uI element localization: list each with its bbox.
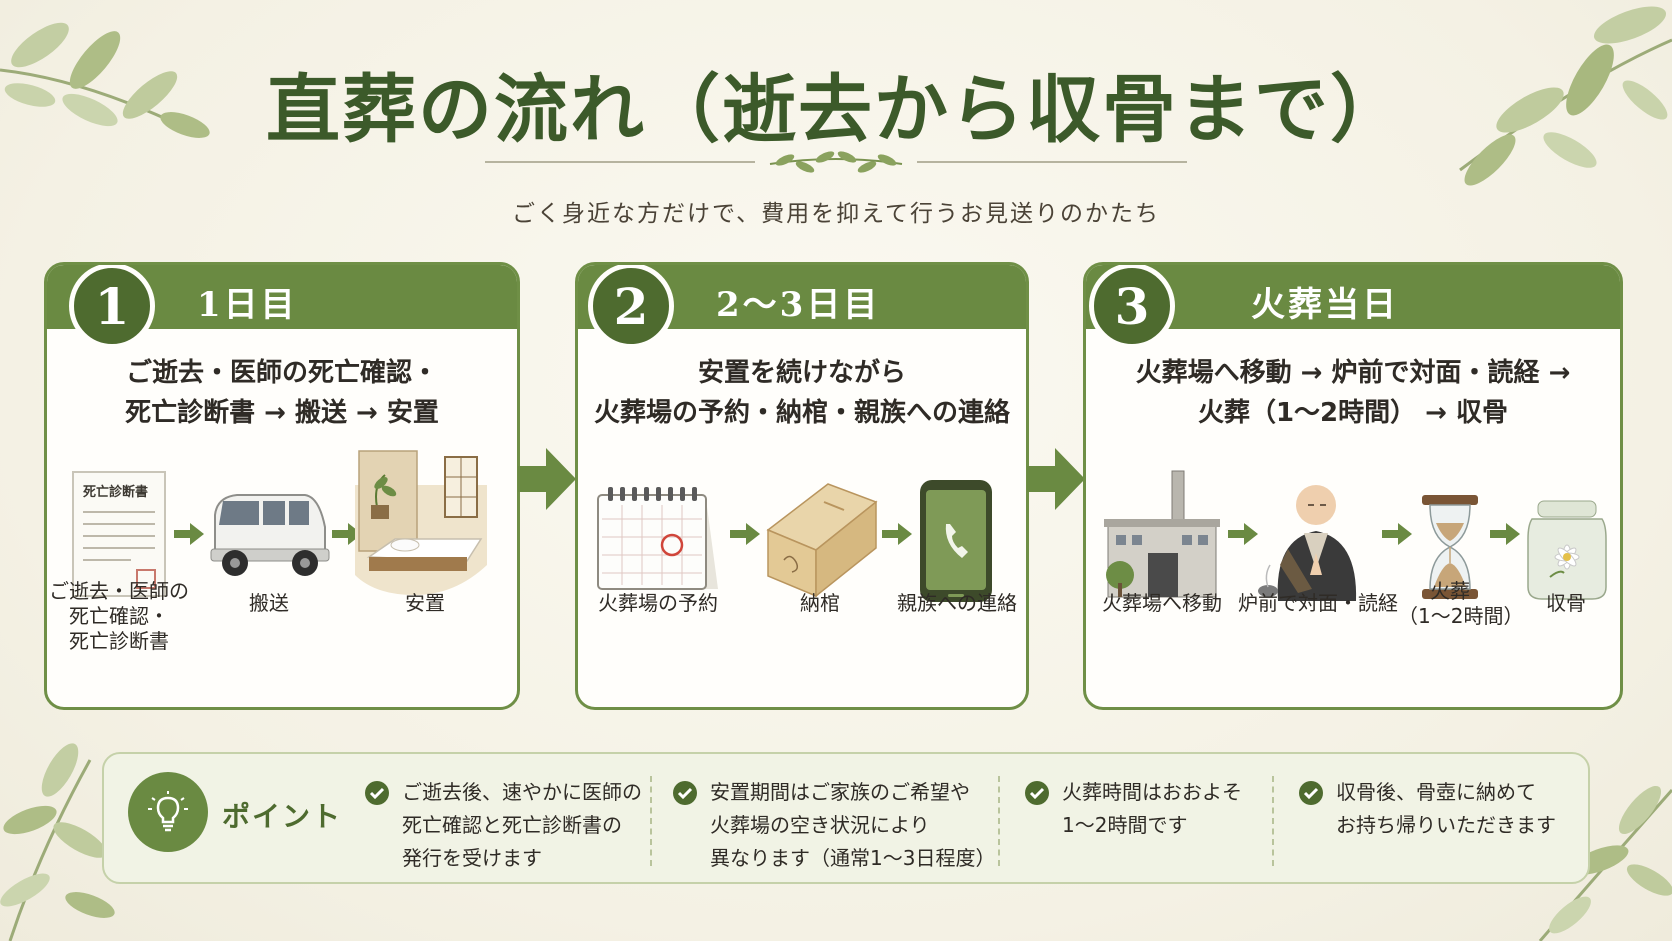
step-description: 安置を続けながら 火葬場の予約・納棺・親族への連絡 (578, 353, 1026, 433)
step-item-label-line: 火葬場の予約 (598, 591, 718, 615)
step-item-label-line: 火葬場へ移動 (1102, 591, 1222, 615)
point-text-line: ご逝去後、速やかに医師の (402, 780, 642, 804)
page-title: 直葬の流れ（逝去から収骨まで） (266, 67, 1406, 153)
step-item-label: 収骨 (1516, 591, 1616, 616)
lightbulb-icon (128, 772, 208, 852)
step-description-line: 火葬場の予約・納棺・親族への連絡 (593, 398, 1010, 428)
step-item-label: 火葬場へ移動 (1090, 591, 1234, 616)
page-subtitle: ごく身近な方だけで、費用を抑えて行うお見送りのかたち (512, 201, 1160, 227)
step-item-label: 炉前で対面・読経 (1234, 591, 1402, 616)
smartphone-icon (920, 480, 992, 602)
step-item-label-line: 搬送 (249, 591, 289, 615)
points-panel (102, 752, 1590, 884)
step-number-badge: 2 (588, 265, 674, 349)
step-item-label-line: 炉前で対面・読経 (1238, 591, 1398, 615)
arrow-right-icon (1228, 523, 1258, 545)
step-description-line: 火葬（1〜2時間） → 収骨 (1197, 398, 1509, 428)
leaf-decoration-top-left (0, 22, 210, 138)
step-description: 火葬場へ移動 → 炉前で対面・読経 → 火葬（1〜2時間） → 収骨 (1086, 353, 1620, 433)
point-text-line: 収骨後、骨壺に納めて (1336, 780, 1536, 804)
hourglass-icon (1422, 495, 1478, 599)
point-text-line: 異なります（通常1〜3日程度） (710, 846, 996, 870)
step-item-label-line: （1〜2時間） (1398, 604, 1524, 628)
check-circle-icon (1299, 781, 1323, 805)
step-label: 2〜3日目 (716, 285, 881, 325)
leaf-decoration-bottom-left (0, 743, 115, 941)
step-item-label-line: 納棺 (800, 591, 840, 615)
arrow-right-icon (174, 523, 204, 545)
step-item-label: 火葬場の予約 (582, 591, 734, 616)
step-item-label: 安置 (365, 591, 485, 616)
point-text-line: 発行を受けます (402, 846, 542, 870)
step-item-label: 親族への連絡 (884, 591, 1026, 616)
step-item-label: 搬送 (209, 591, 329, 616)
step-card-header (1086, 265, 1620, 329)
urn-icon (1527, 500, 1607, 600)
monk-icon (1258, 485, 1357, 601)
step-description-line: ご逝去・医師の死亡確認・ (125, 358, 438, 388)
point-divider (1272, 776, 1274, 866)
step-description-line: 火葬場へ移動 → 炉前で対面・読経 → (1135, 358, 1571, 388)
step-item-label-line: 親族への連絡 (897, 591, 1017, 615)
coffin-icon (766, 483, 878, 598)
point-text-line: お持ち帰りいただきます (1336, 813, 1556, 837)
step-description: ご逝去・医師の死亡確認・ 死亡診断書 → 搬送 → 安置 (47, 353, 517, 433)
point-divider (998, 776, 1000, 866)
step-item-label: ご逝去・医師の 死亡確認・ 死亡診断書 (47, 579, 191, 654)
point-text-line: 死亡確認と死亡診断書の (402, 813, 622, 837)
arrow-right-icon (730, 523, 760, 545)
step-number-badge: 1 (69, 265, 155, 349)
step-item-label: 納棺 (764, 591, 876, 616)
check-circle-icon (365, 781, 389, 805)
room-bed-icon (355, 450, 487, 595)
calendar-icon (597, 487, 718, 590)
step-item-label-line: 収骨 (1546, 591, 1586, 615)
check-circle-icon (673, 781, 697, 805)
point-text-line: 火葬場の空き状況により (710, 813, 930, 837)
step-label: 火葬当日 (1251, 285, 1399, 325)
van-icon (210, 494, 330, 576)
step-item-label-line: 死亡診断書 (69, 629, 169, 653)
document-icon: 死亡診断書 (72, 471, 166, 597)
step-label: 1日目 (197, 285, 298, 325)
step-item-label-line: 火葬 (1430, 579, 1470, 603)
point-text-line: 安置期間はご家族のご希望や (710, 780, 970, 804)
step-card-3: 3 火葬当日 火葬場へ移動 → 炉前で対面・読経 → 火葬（1〜2時間） → 収… (1083, 262, 1623, 710)
arrow-right-icon (332, 523, 362, 545)
big-arrow-right-icon (1027, 448, 1085, 510)
step-description-line: 安置を続けながら (697, 358, 906, 388)
crematorium-icon (1104, 470, 1220, 598)
arrow-right-icon (1490, 523, 1520, 545)
step-item-label-line: 死亡確認・ (69, 604, 169, 628)
step-number-badge: 3 (1089, 265, 1175, 349)
big-arrow-right-icon (518, 448, 576, 510)
step-item-label: 火葬 （1〜2時間） (1398, 579, 1524, 629)
title-divider (485, 151, 1187, 173)
step-description-line: 死亡診断書 → 搬送 → 安置 (125, 398, 439, 428)
check-circle-icon (1025, 781, 1049, 805)
point-text-line: 1〜2時間です (1062, 813, 1188, 837)
step-item-label-line: 安置 (405, 591, 445, 615)
points-title: ポイント (222, 800, 343, 833)
step-card-2: 2 2〜3日目 安置を続けながら 火葬場の予約・納棺・親族への連絡 (575, 262, 1029, 710)
arrow-right-icon (1382, 523, 1412, 545)
leaf-decoration-top-right (1459, 6, 1672, 186)
step-card-1: 1 1日目 ご逝去・医師の死亡確認・ 死亡診断書 → 搬送 → 安置 死亡診断書 (44, 262, 520, 710)
point-text-line: 火葬時間はおおよそ (1062, 780, 1242, 804)
step-item-label-line: ご逝去・医師の (49, 579, 189, 603)
document-title: 死亡診断書 (83, 484, 148, 500)
arrow-right-icon (882, 523, 912, 545)
leaf-decoration-bottom-right (1538, 785, 1672, 941)
point-divider (650, 776, 652, 866)
